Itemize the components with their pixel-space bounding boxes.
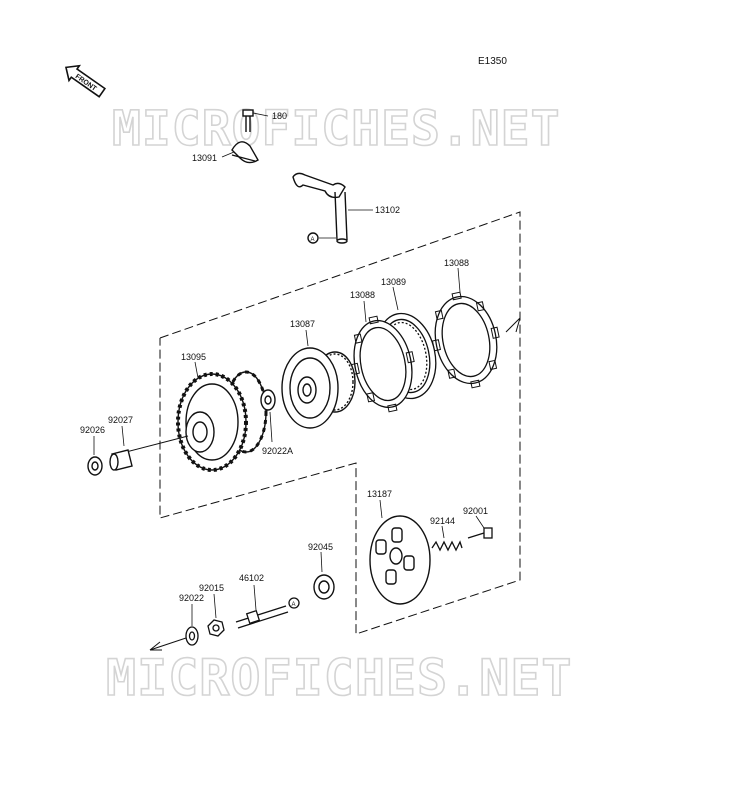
front-arrow-icon: FRONT [64, 64, 107, 98]
friction-plate-13088-left-icon [350, 315, 415, 413]
washer-92022-icon [149, 604, 199, 651]
diagram-code: E1350 [478, 56, 507, 67]
label-92027: 92027 [108, 415, 133, 425]
label-92045: 92045 [308, 542, 333, 552]
label-13095: 13095 [181, 352, 206, 362]
label-13088-left: 13088 [350, 290, 375, 300]
ref-marker-a-top: A [311, 237, 315, 243]
frame-arrow-icon [505, 317, 521, 333]
label-92015: 92015 [199, 583, 224, 593]
washer-92022a-icon [260, 389, 276, 443]
label-46102: 46102 [239, 573, 264, 583]
label-92022: 92022 [179, 593, 204, 603]
watermark-bottom: MICROFICHES.NET [106, 649, 573, 707]
ref-marker-a-bottom: A [292, 602, 296, 608]
label-13088-right: 13088 [444, 258, 469, 268]
friction-plate-13088-right-icon [431, 291, 500, 389]
bearing-92045-icon [313, 551, 335, 600]
label-180: 180 [272, 111, 287, 121]
label-13087: 13087 [290, 319, 315, 329]
push-rod-46102-icon [235, 584, 300, 629]
watermark-top: MICROFICHES.NET [112, 101, 560, 157]
label-92026: 92026 [80, 425, 105, 435]
label-92144: 92144 [430, 516, 455, 526]
bolt-180-icon [242, 109, 269, 132]
label-13102: 13102 [375, 205, 400, 215]
label-13089: 13089 [381, 277, 406, 287]
nut-92015-icon [207, 593, 225, 637]
label-92022a: 92022A [262, 446, 293, 456]
clutch-hub-13087-icon [281, 347, 356, 429]
pressure-plate-13187-icon [369, 499, 431, 605]
collar-92027-icon [109, 425, 189, 471]
spring-92144-icon [431, 525, 463, 552]
label-13187: 13187 [367, 489, 392, 499]
bolt-92001-icon [467, 515, 493, 539]
label-92001: 92001 [463, 506, 488, 516]
release-shaft-13102-icon [292, 172, 373, 244]
washer-92026-icon [87, 436, 103, 476]
label-13091: 13091 [192, 153, 217, 163]
clamp-13091-icon [221, 141, 259, 164]
assembly-frame-lines [159, 211, 521, 635]
clutch-housing-13095-icon [176, 370, 268, 472]
